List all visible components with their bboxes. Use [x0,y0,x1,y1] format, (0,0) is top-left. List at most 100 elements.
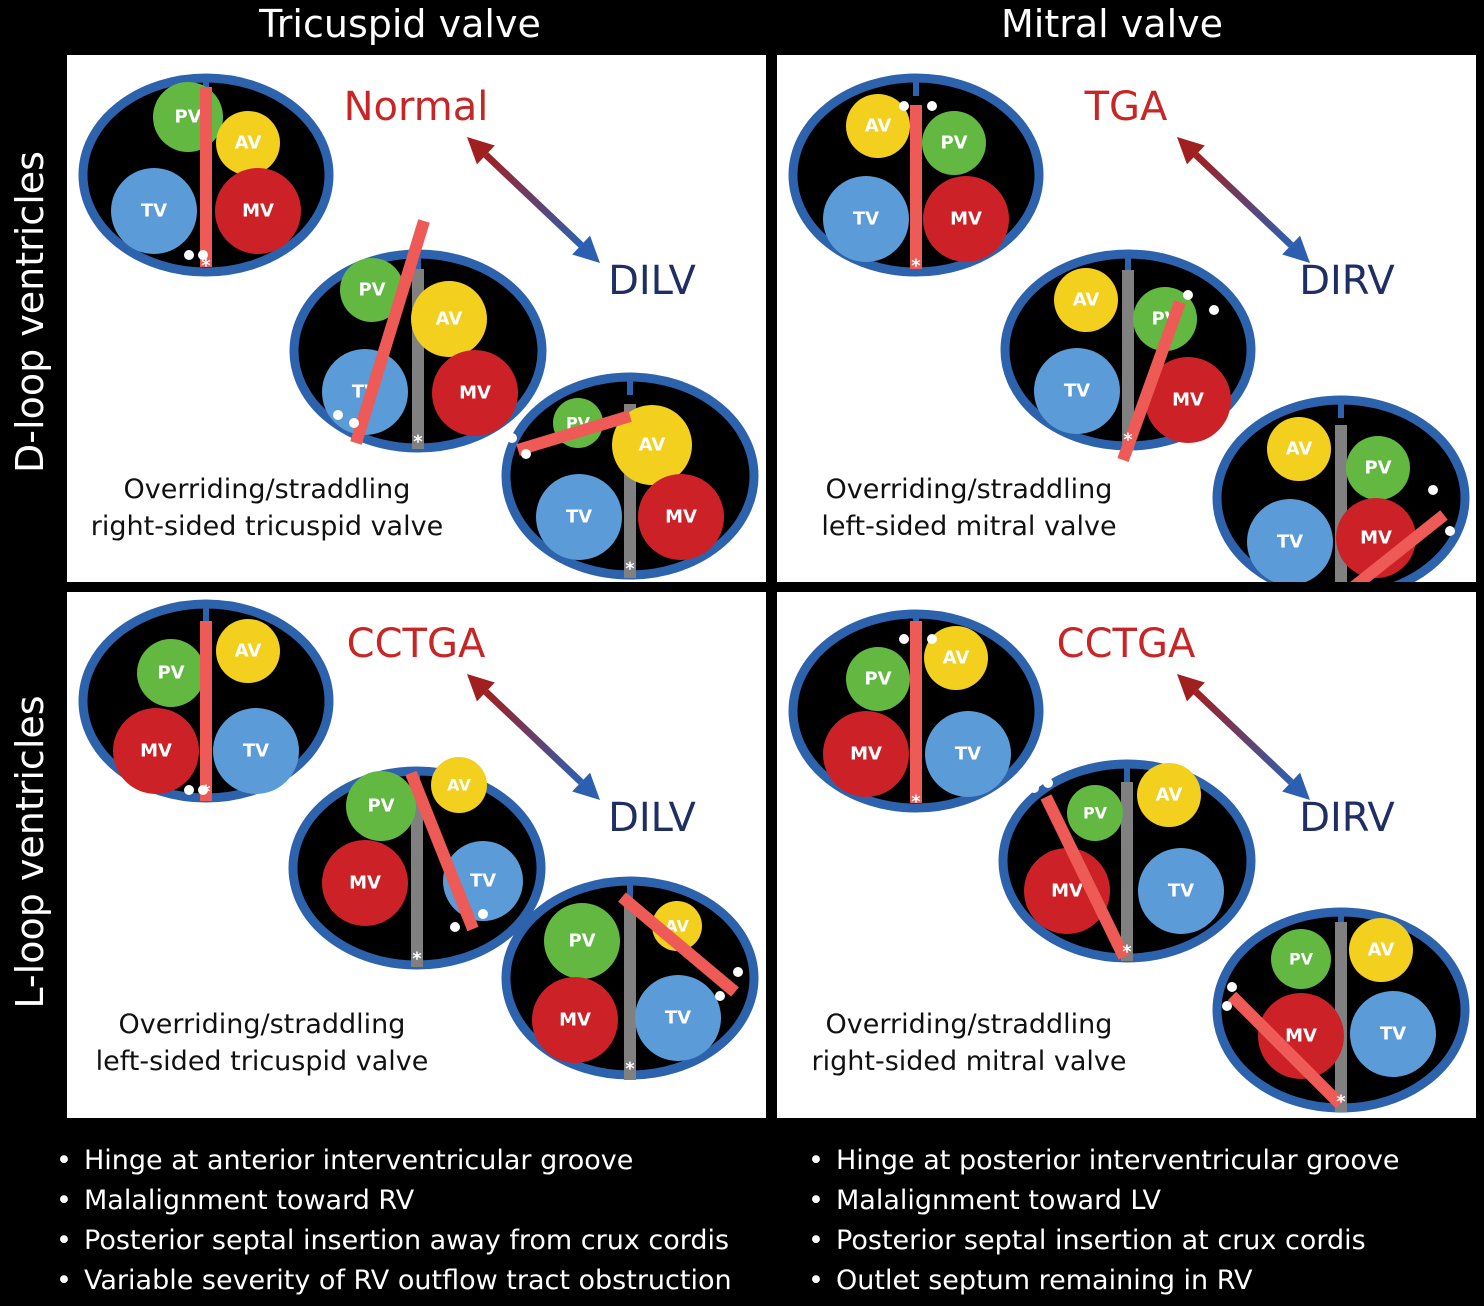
bullet-item: Variable severity of RV outflow tract ob… [56,1261,732,1301]
septum-asterisk: * [625,1059,635,1080]
valve-mv [432,350,518,436]
malaligned-septum [1227,991,1345,1109]
valve-av [846,94,910,158]
caption-d-loop-mitral: Overriding/straddling left-sided mitral … [777,471,1161,545]
hinge-dot [1428,485,1438,495]
arrow-head-bottom [1282,235,1310,263]
septum-asterisk: * [1336,580,1346,583]
arrow-head-bottom [572,235,600,263]
hinge-dot [1043,778,1053,788]
valve-label: TV [853,209,879,230]
hinge-dot [899,101,909,111]
malaligned-septum [1040,794,1130,960]
valve-label: MV [242,201,274,222]
valve-label: PV [568,931,595,952]
valve-pv [1346,436,1410,500]
valve-label: TV [1380,1024,1406,1045]
valve-tv [1138,848,1224,934]
valve-pv [137,639,205,707]
valve-av [924,626,988,690]
valve-label: TV [566,507,592,528]
top-label: CCTGA [1057,621,1196,667]
bullet-item: Hinge at anterior interventricular groov… [56,1141,732,1181]
hinge-dot [478,909,488,919]
top-label: TGA [1084,84,1168,130]
valve-tv [1350,991,1436,1077]
valve-label: MV [559,1010,591,1031]
valve-av [411,281,487,357]
valve-av [1349,918,1413,982]
hinge-dot [450,922,460,932]
hinge-dot [1029,783,1039,793]
caption-l-loop-tricuspid: Overriding/straddling left-sided tricusp… [67,1006,457,1080]
valve-tv [823,176,909,262]
septum-asterisk: * [625,559,635,580]
valve-label: AV [1286,439,1313,460]
arrow-head-bottom [1282,772,1310,800]
valve-label: AV [1073,290,1100,311]
bottom-label: DIRV [1299,258,1395,304]
valve-label: AV [1156,785,1183,806]
valve-mv [823,711,909,797]
hinge-dot [521,449,531,459]
valve-av [1054,268,1118,332]
top-label: CCTGA [347,621,486,667]
valve-av [612,405,692,485]
septum-top-mark [415,254,421,272]
bullet-list-mitral: Hinge at posterior interventricular groo… [808,1141,1399,1301]
valve-label: MV [349,873,381,894]
hinge-dot [927,101,937,111]
malaligned-septum [1350,510,1448,582]
valve-label: MV [665,507,697,528]
hinge-dot [198,785,208,795]
septum-top-mark [1124,764,1130,782]
valve-pv [1067,785,1123,841]
bullet-list-tricuspid: Hinge at anterior interventricular groov… [56,1141,732,1301]
arrow-head-top [1177,137,1205,165]
valve-pv [846,647,910,711]
valve-mv [638,474,724,560]
bullet-item: Malalignment toward RV [56,1181,732,1221]
caption-line-2: left-sided mitral valve [821,511,1117,542]
malaligned-septum [350,219,430,445]
valve-label: PV [157,663,184,684]
malaligned-septum [516,410,632,456]
valve-mv [322,840,408,926]
septum-top-mark [627,881,633,899]
hinge-dot [715,991,725,1001]
septum-asterisk: * [201,256,211,277]
valve-label: TV [955,744,981,765]
bullet-item: Outlet septum remaining in RV [808,1261,1399,1301]
septum-asterisk: * [413,432,423,453]
septum-asterisk: * [911,256,921,277]
arrow-head-top [467,137,495,165]
septum-asterisk: * [412,949,422,970]
valve-label: MV [1172,390,1204,411]
hinge-dot [1209,305,1219,315]
valve-pv [1271,929,1331,989]
valve-mv [1024,848,1110,934]
valve-tv [536,474,622,560]
valve-pv [340,258,404,322]
septum-top-mark [1125,254,1131,272]
hinge-dot [184,785,194,795]
bullet-item: Posterior septal insertion away from cru… [56,1221,732,1261]
valve-mv [215,168,301,254]
valve-label: PV [358,280,385,301]
valve-tv [213,708,299,794]
hinge-dot [1227,982,1237,992]
hinge-dot [1222,1001,1232,1011]
hinge-dot [1183,290,1193,300]
valve-label: AV [235,641,262,662]
valve-mv [923,176,1009,262]
septum-asterisk: * [1123,430,1133,451]
